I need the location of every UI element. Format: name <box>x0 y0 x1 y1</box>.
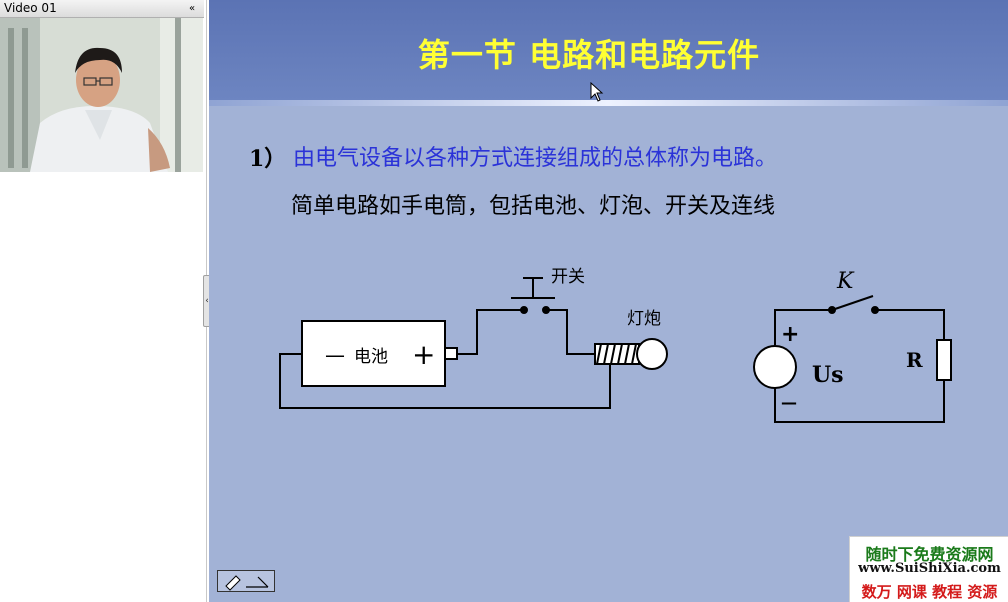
switch-contact-left <box>520 306 528 314</box>
pen-tool-button[interactable] <box>217 570 275 592</box>
resistor-body <box>936 339 952 381</box>
slide-title: 第一节 电路和电路元件 <box>417 36 761 74</box>
source-minus-sign: — <box>781 393 797 412</box>
bulb-thread <box>617 343 623 365</box>
voltage-source <box>753 345 797 389</box>
slide-title-bar <box>209 0 1008 100</box>
video-panel: Video 01 « <box>0 0 207 602</box>
bulb-label: 灯炮 <box>627 309 661 329</box>
video-title: Video 01 <box>4 1 57 15</box>
source-plus-sign: + <box>781 322 799 347</box>
bulb-thread <box>603 343 609 365</box>
battery-label: 电池 <box>354 347 388 367</box>
k-lever <box>834 295 874 310</box>
resistor-label: R <box>906 348 923 372</box>
mouse-cursor-icon <box>590 82 604 102</box>
point-example-text: 简单电路如手电筒，包括电池、灯泡、开关及连线 <box>291 194 776 219</box>
slide-canvas: 第一节 电路和电路元件 1） 由电气设备以各种方式连接组成的总体称为电路。 简单… <box>209 0 1008 602</box>
switch-k-label: K <box>836 269 855 294</box>
flashlight-circuit <box>279 277 668 409</box>
pen-icon <box>225 575 269 591</box>
title-divider <box>209 100 1008 106</box>
battery-minus-sign: — <box>325 343 345 367</box>
video-panel-header: Video 01 « <box>0 0 204 18</box>
wire-switch-to-bulb <box>549 309 595 355</box>
wire-return <box>279 353 611 409</box>
collapse-panel-button[interactable]: « <box>188 3 196 14</box>
watermark-line2: www.SuiShiXia.com <box>858 561 1001 576</box>
battery-terminal <box>444 347 458 360</box>
bulb-thread <box>610 343 616 365</box>
presenter-video[interactable] <box>0 18 203 172</box>
k-contact-right <box>871 306 879 314</box>
switch-contact-right <box>542 306 550 314</box>
watermark-line1: 随时下免费资源网 <box>865 545 994 564</box>
bulb-thread <box>596 343 602 365</box>
point-number: 1） <box>249 146 287 172</box>
wire-top-right <box>878 309 945 340</box>
source-label-us: Us <box>812 362 844 388</box>
wire-bottom <box>774 380 945 423</box>
battery-plus-sign: + <box>412 338 435 371</box>
switch-label: 开关 <box>551 267 585 287</box>
circuit-diagrams: — 电池 + 开关 灯炮 K + — Us R <box>279 267 952 423</box>
schematic-circuit <box>753 295 952 423</box>
bulb-glass <box>636 338 668 370</box>
k-contact-left <box>828 306 836 314</box>
watermark-logo: 随时下免费资源网 www.SuiShiXia.com 数万 网课 教程 资源 <box>849 536 1008 602</box>
wire-top-left <box>774 309 829 345</box>
presenter-video-image <box>0 18 203 172</box>
wire-battery-to-switch <box>457 309 521 355</box>
bulb-thread <box>631 343 637 365</box>
watermark-line3: 数万 网课 教程 资源 <box>861 583 998 601</box>
bulb-thread <box>624 343 630 365</box>
point-definition-text: 由电气设备以各种方式连接组成的总体称为电路。 <box>293 146 778 171</box>
